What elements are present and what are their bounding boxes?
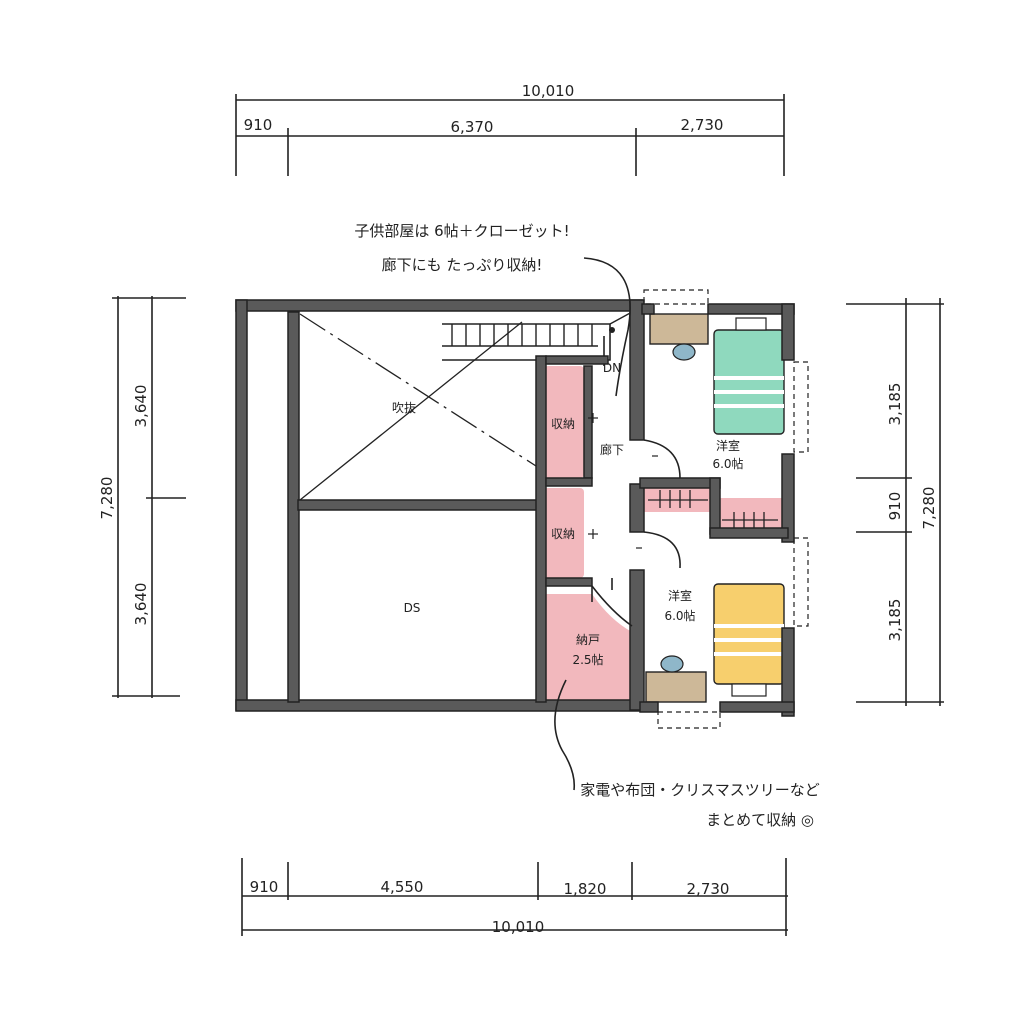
- hanger-marks: [648, 490, 778, 528]
- bottom-dim-1: 910: [250, 878, 279, 896]
- closet-label: 納戸: [576, 633, 600, 647]
- windows: [643, 289, 809, 729]
- right-dimensions: 3,185 910 3,185 7,280: [846, 298, 944, 706]
- void-label: 吹抜: [392, 401, 416, 415]
- storage-ticks: [588, 413, 658, 549]
- right-total-dim: 7,280: [920, 487, 938, 530]
- top-note-line1: 子供部屋は 6帖＋クローゼット!: [354, 222, 569, 240]
- corridor-label: 廊下: [600, 442, 624, 457]
- top-total-dim: 10,010: [522, 82, 575, 100]
- room-upper-label: 洋室: [716, 438, 740, 453]
- bottom-dim-3: 1,820: [564, 880, 607, 898]
- top-note: 子供部屋は 6帖＋クローゼット! 廊下にも たっぷり収納!: [354, 222, 631, 397]
- top-dim-3: 2,730: [681, 116, 724, 134]
- bottom-total-dim: 10,010: [492, 918, 545, 936]
- room-upper-size: 6.0帖: [712, 456, 743, 471]
- wardrobe-lower-fill: [718, 498, 782, 528]
- room-lower-size: 6.0帖: [664, 608, 695, 623]
- closet-fill: [546, 594, 632, 700]
- room-lower-label: 洋室: [668, 588, 692, 603]
- right-dim-1: 3,185: [886, 383, 904, 426]
- door-swings: [591, 439, 681, 627]
- wardrobe-upper-fill: [644, 486, 714, 512]
- left-dim-1: 3,640: [132, 385, 150, 428]
- bottom-dim-2: 4,550: [381, 878, 424, 896]
- chair-lower: [660, 655, 684, 673]
- bed-lower: [713, 583, 785, 697]
- top-dimensions: 10,010 910 6,370 2,730: [235, 82, 785, 176]
- storage-2-label: 収納: [551, 527, 575, 541]
- left-total-dim: 7,280: [98, 477, 116, 520]
- top-note-line2: 廊下にも たっぷり収納!: [382, 256, 543, 274]
- walls: [235, 299, 795, 717]
- bottom-note: 家電や布団・クリスマスツリーなど まとめて収納 ◎: [554, 679, 820, 829]
- void-cross: [299, 313, 537, 501]
- left-dim-2: 3,640: [132, 583, 150, 626]
- storage-2-fill: [544, 488, 584, 578]
- storage-1-label: 収納: [551, 417, 575, 431]
- top-dim-1: 910: [244, 116, 273, 134]
- bed-upper: [713, 317, 785, 435]
- ds-label: DS: [404, 601, 421, 615]
- right-dim-2: 910: [886, 492, 904, 521]
- stair: DN: [442, 311, 633, 375]
- desk-upper: [649, 313, 709, 345]
- closet-size: 2.5帖: [572, 652, 603, 667]
- bottom-note-line1: 家電や布団・クリスマスツリーなど: [580, 781, 820, 799]
- top-dim-2: 6,370: [451, 118, 494, 136]
- right-dim-3: 3,185: [886, 599, 904, 642]
- desk-lower: [645, 671, 707, 703]
- left-dimensions: 7,280 3,640 3,640: [98, 296, 186, 698]
- bottom-dimensions: 910 4,550 1,820 2,730 10,010: [241, 858, 788, 936]
- storage-1-fill: [544, 366, 584, 478]
- chair-upper: [672, 343, 696, 361]
- bottom-note-line2: まとめて収納 ◎: [706, 811, 814, 829]
- bottom-dim-4: 2,730: [687, 880, 730, 898]
